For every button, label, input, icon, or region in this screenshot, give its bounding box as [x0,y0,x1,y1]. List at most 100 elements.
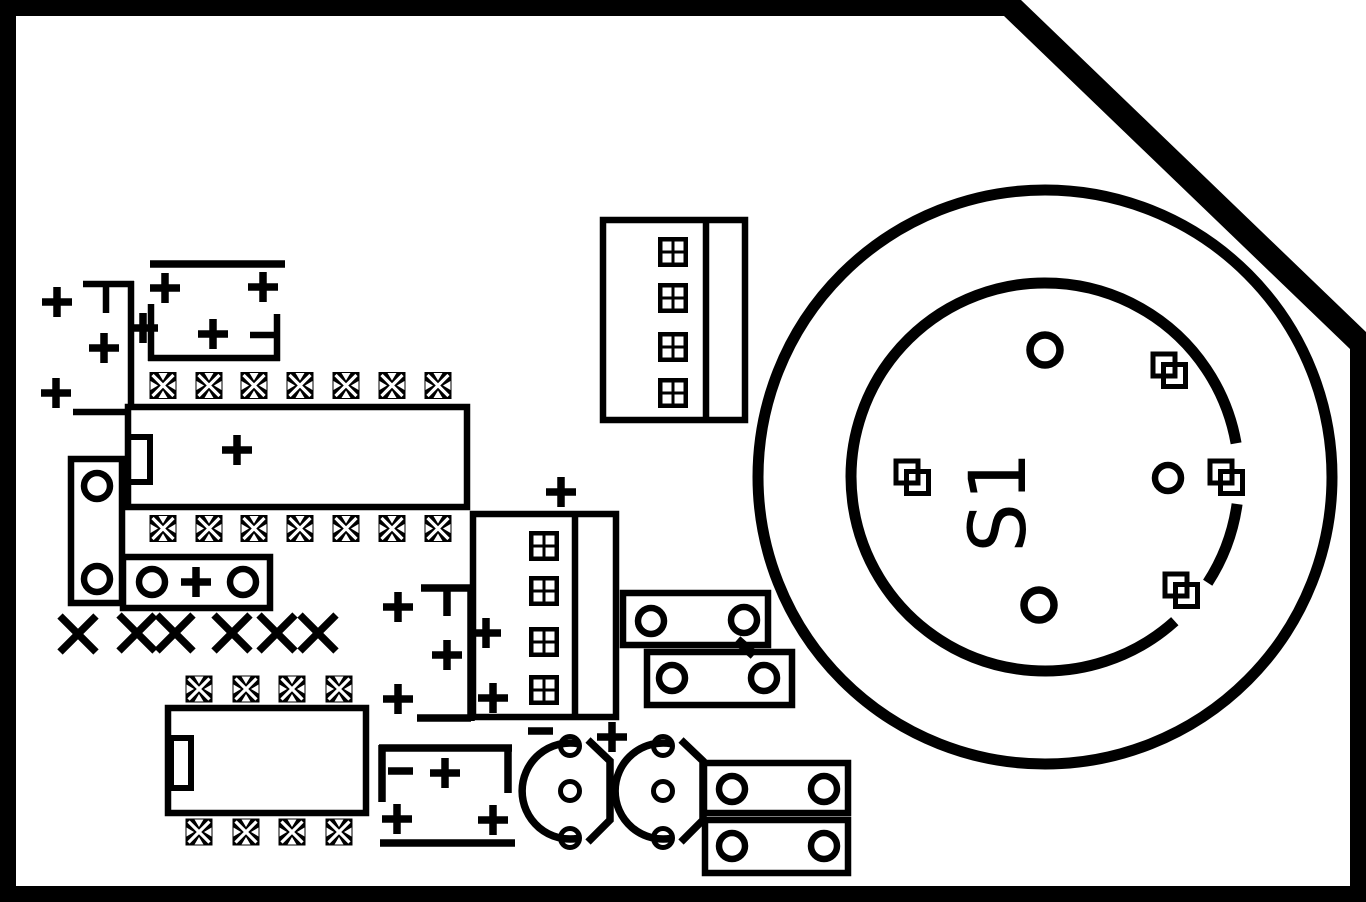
mounting-hole [1155,465,1181,491]
thermal-pad [230,673,262,705]
jumper-mid-right-a [619,589,772,649]
thermal-pad [323,816,355,848]
pad-hole [811,833,837,859]
x-mark-row [60,615,336,652]
polarity-plus-mark [42,287,72,317]
connector-pad [658,332,688,362]
component-t-bracket [421,584,473,616]
connector-pad [658,283,688,313]
polarity-plus-mark [181,567,211,597]
pad-hole [139,569,165,595]
jumper-bottom-right-a [700,759,852,817]
mounting-hole [1024,590,1054,620]
jumper-outline [119,553,274,612]
clip-pad [896,461,929,494]
polarity-plus-mark [41,378,71,408]
thermal-pad [330,370,362,401]
transistor-q1 [518,737,614,848]
ic2-outline [164,704,370,817]
thermal-pad [276,673,308,705]
polarity-plus-mark [383,592,413,622]
thermal-pad [376,370,408,401]
polarity-plus-mark [432,640,462,670]
connector-pad [529,627,559,657]
connector-mid-outline [469,510,620,721]
polarity-plus-mark [248,272,278,302]
connector-mid [469,477,620,721]
pad-hole [751,665,777,691]
pad-hole [230,569,256,595]
thermal-pad [147,370,179,401]
ic2-pin1-notch [168,735,194,791]
transistor-q2 [611,737,707,848]
pad-hole [719,776,745,802]
thermal-pad [193,370,225,401]
speaker-outer-circle [752,184,1338,770]
x-mark [259,615,295,651]
polarity-plus-mark [222,435,252,465]
connector-pad [529,675,559,705]
thermal-pad [193,513,225,544]
battery-outline-group [378,744,515,847]
transistor-flat-side [678,737,707,845]
pad-hole [731,607,757,633]
pad-hole [811,776,837,802]
speaker-inner-circle-arc [845,277,1242,677]
pad-hole [719,833,745,859]
jumper-mid-right-b [643,648,796,709]
reference-designator-s1: S1 [954,449,1044,552]
x-mark [300,615,336,651]
mid-component-cluster [383,584,508,722]
x-mark [60,616,96,652]
ic2-footprint [164,673,370,848]
transistor-flat-side [585,737,614,845]
x-mark [119,615,155,651]
pad-hole [84,473,110,499]
thermal-pad [238,370,270,401]
component-bracket [83,280,134,313]
polarity-plus-mark [89,333,119,363]
thermal-pad [422,370,454,401]
pad-hole [638,608,664,634]
thermal-pad [284,370,316,401]
battery-outline [378,744,515,847]
clip-pad [1153,354,1186,387]
x-mark [214,615,250,651]
thermal-pad [422,513,454,544]
connector-pad [658,237,688,267]
speaker-inner-circle-arc [1203,503,1243,586]
ic1-outline [124,403,471,511]
jumper-outline [643,648,796,709]
thermal-pad [147,513,179,544]
polarity-plus-mark [198,319,228,349]
clip-pad [1210,461,1243,494]
polarity-plus-mark [478,805,508,835]
ic1-pin1-notch [125,434,153,485]
thermal-pad [376,513,408,544]
clip-pad [1165,574,1198,607]
connector-top [599,216,749,424]
mounting-hole [1030,335,1060,365]
ic1-footprint [124,370,471,544]
thermal-pad [230,816,262,848]
jumper-left [119,553,274,612]
thermal-pad [323,673,355,705]
polarity-plus-mark [150,273,180,303]
polarity-plus-mark [478,683,508,713]
thermal-pad [238,513,270,544]
thermal-pad [330,513,362,544]
thermal-pad [276,816,308,848]
jumper-bottom-right-b [701,816,852,877]
x-mark [157,615,193,651]
jumper-outline [700,759,852,817]
speaker-s1: S1 [752,184,1338,770]
thermal-pad [284,513,316,544]
polarity-plus-mark [382,804,412,834]
thermal-pad [183,816,215,848]
polarity-plus-mark [383,684,413,714]
thermal-pad [183,673,215,705]
jumper-outline [619,589,772,649]
jumper-outline [701,816,852,877]
